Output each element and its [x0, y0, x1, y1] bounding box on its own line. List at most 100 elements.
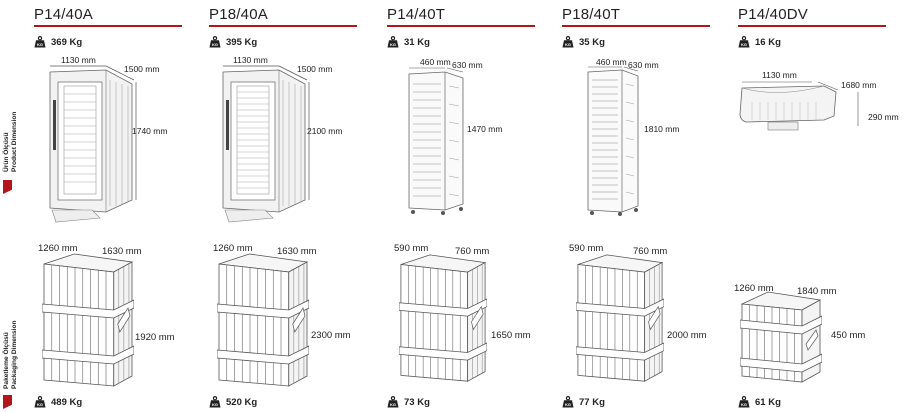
weight-kg-icon: KG [738, 396, 750, 408]
package-height: 1920 mm [135, 332, 175, 343]
crate-drawing [399, 254, 487, 382]
oven-drawing [49, 65, 137, 223]
trolley-drawing [408, 67, 464, 215]
package-weight: KG 73 Kg [387, 396, 430, 408]
svg-text:KG: KG [565, 402, 571, 407]
product-depth: 1500 mm [124, 64, 160, 74]
product-weight: KG 395 Kg [209, 36, 257, 48]
package-weight: KG 489 Kg [34, 396, 82, 408]
product-weight-value: 35 Kg [579, 36, 605, 48]
product-width: 460 mm [420, 57, 451, 67]
product-width: 1130 mm [61, 55, 96, 65]
weight-kg-icon: KG [209, 36, 221, 48]
svg-text:KG: KG [37, 402, 43, 407]
product-height: 1470 mm [467, 124, 503, 134]
product-column-p18-40a: P18/40A KG 395 Kg 1130 mm 1500 mm 2100 m… [209, 0, 379, 412]
product-depth: 630 mm [452, 60, 483, 70]
product-weight-value: 369 Kg [51, 36, 83, 48]
model-title: P18/40T [562, 6, 621, 23]
weight-kg-icon: KG [209, 396, 221, 408]
package-width: 590 mm [569, 243, 604, 254]
side-label-package-line2: Packaging Dimension [11, 320, 18, 389]
package-width: 590 mm [394, 243, 429, 254]
package-depth: 760 mm [455, 246, 490, 257]
package-width: 1260 mm [38, 243, 78, 254]
product-height: 1810 mm [644, 124, 680, 134]
package-depth: 1630 mm [277, 246, 317, 257]
svg-text:KG: KG [741, 42, 747, 47]
product-weight-value: 16 Kg [755, 36, 781, 48]
model-title: P14/40A [34, 6, 93, 23]
product-height: 2100 mm [307, 126, 343, 136]
side-label-product-flag [3, 180, 12, 194]
product-width: 460 mm [596, 57, 627, 67]
product-weight-value: 395 Kg [226, 36, 258, 48]
crate-drawing [217, 253, 309, 387]
product-height: 1740 mm [132, 126, 168, 136]
product-column-p18-40t: P18/40T KG 35 Kg 460 mm 630 mm 1810 mm 5… [562, 0, 732, 412]
model-title: P14/40T [387, 6, 446, 23]
package-weight-value: 520 Kg [226, 396, 258, 408]
package-depth: 760 mm [633, 246, 668, 257]
product-depth: 1680 mm [841, 80, 877, 90]
product-weight: KG 31 Kg [387, 36, 430, 48]
weight-kg-icon: KG [387, 396, 399, 408]
weight-kg-icon: KG [34, 396, 46, 408]
package-width: 1260 mm [213, 243, 253, 254]
crate-drawing [42, 253, 134, 387]
title-underline [562, 25, 710, 27]
package-height: 450 mm [831, 330, 866, 341]
product-weight: KG 16 Kg [738, 36, 781, 48]
svg-text:KG: KG [212, 42, 218, 47]
side-label-package-flag [3, 395, 12, 409]
product-column-p14-40a: P14/40A KG 369 Kg 1130 mm 1500 mm 1740 m… [34, 0, 204, 412]
model-title: P14/40DV [738, 6, 808, 23]
product-depth: 1500 mm [297, 64, 333, 74]
weight-kg-icon: KG [562, 36, 574, 48]
oven-drawing [222, 65, 310, 223]
package-weight: KG 77 Kg [562, 396, 605, 408]
weight-kg-icon: KG [34, 36, 46, 48]
package-weight: KG 61 Kg [738, 396, 781, 408]
weight-kg-icon: KG [562, 396, 574, 408]
title-underline [34, 25, 182, 27]
title-underline [209, 25, 357, 27]
model-title: P18/40A [209, 6, 268, 23]
package-height: 2300 mm [311, 330, 351, 341]
side-label-product-line2: Product Dimension [11, 111, 18, 172]
crate-drawing [740, 291, 822, 383]
product-weight: KG 369 Kg [34, 36, 82, 48]
product-weight-value: 31 Kg [404, 36, 430, 48]
crate-drawing [576, 254, 664, 382]
package-height: 1650 mm [491, 330, 531, 341]
svg-text:KG: KG [390, 42, 396, 47]
product-height: 290 mm [868, 112, 899, 122]
package-width: 1260 mm [734, 283, 774, 294]
package-weight-value: 61 Kg [755, 396, 781, 408]
product-column-p14-40dv: P14/40DV KG 16 Kg 1130 mm 1680 mm 290 mm… [734, 0, 908, 412]
package-weight-value: 489 Kg [51, 396, 83, 408]
title-underline [738, 25, 886, 27]
package-weight-value: 77 Kg [579, 396, 605, 408]
svg-text:KG: KG [212, 402, 218, 407]
side-label-product-line1: Ürün Ölçüsü [3, 132, 10, 172]
weight-kg-icon: KG [738, 36, 750, 48]
hood-drawing [739, 81, 859, 131]
product-weight: KG 35 Kg [562, 36, 605, 48]
trolley-drawing [587, 66, 639, 216]
side-label-package-line1: Paketleme Ölçüsü [3, 332, 10, 389]
product-width: 1130 mm [233, 55, 268, 65]
title-underline [387, 25, 535, 27]
package-weight: KG 520 Kg [209, 396, 257, 408]
product-width: 1130 mm [762, 70, 797, 80]
weight-kg-icon: KG [387, 36, 399, 48]
side-label-product: Ürün Ölçüsü Product Dimension [2, 80, 22, 194]
svg-text:KG: KG [390, 402, 396, 407]
package-depth: 1630 mm [102, 246, 142, 257]
side-label-package: Paketleme Ölçüsü Packaging Dimension [2, 300, 22, 410]
svg-text:KG: KG [565, 42, 571, 47]
package-weight-value: 73 Kg [404, 396, 430, 408]
svg-text:KG: KG [37, 42, 43, 47]
svg-text:KG: KG [741, 402, 747, 407]
product-depth: 630 mm [628, 60, 659, 70]
